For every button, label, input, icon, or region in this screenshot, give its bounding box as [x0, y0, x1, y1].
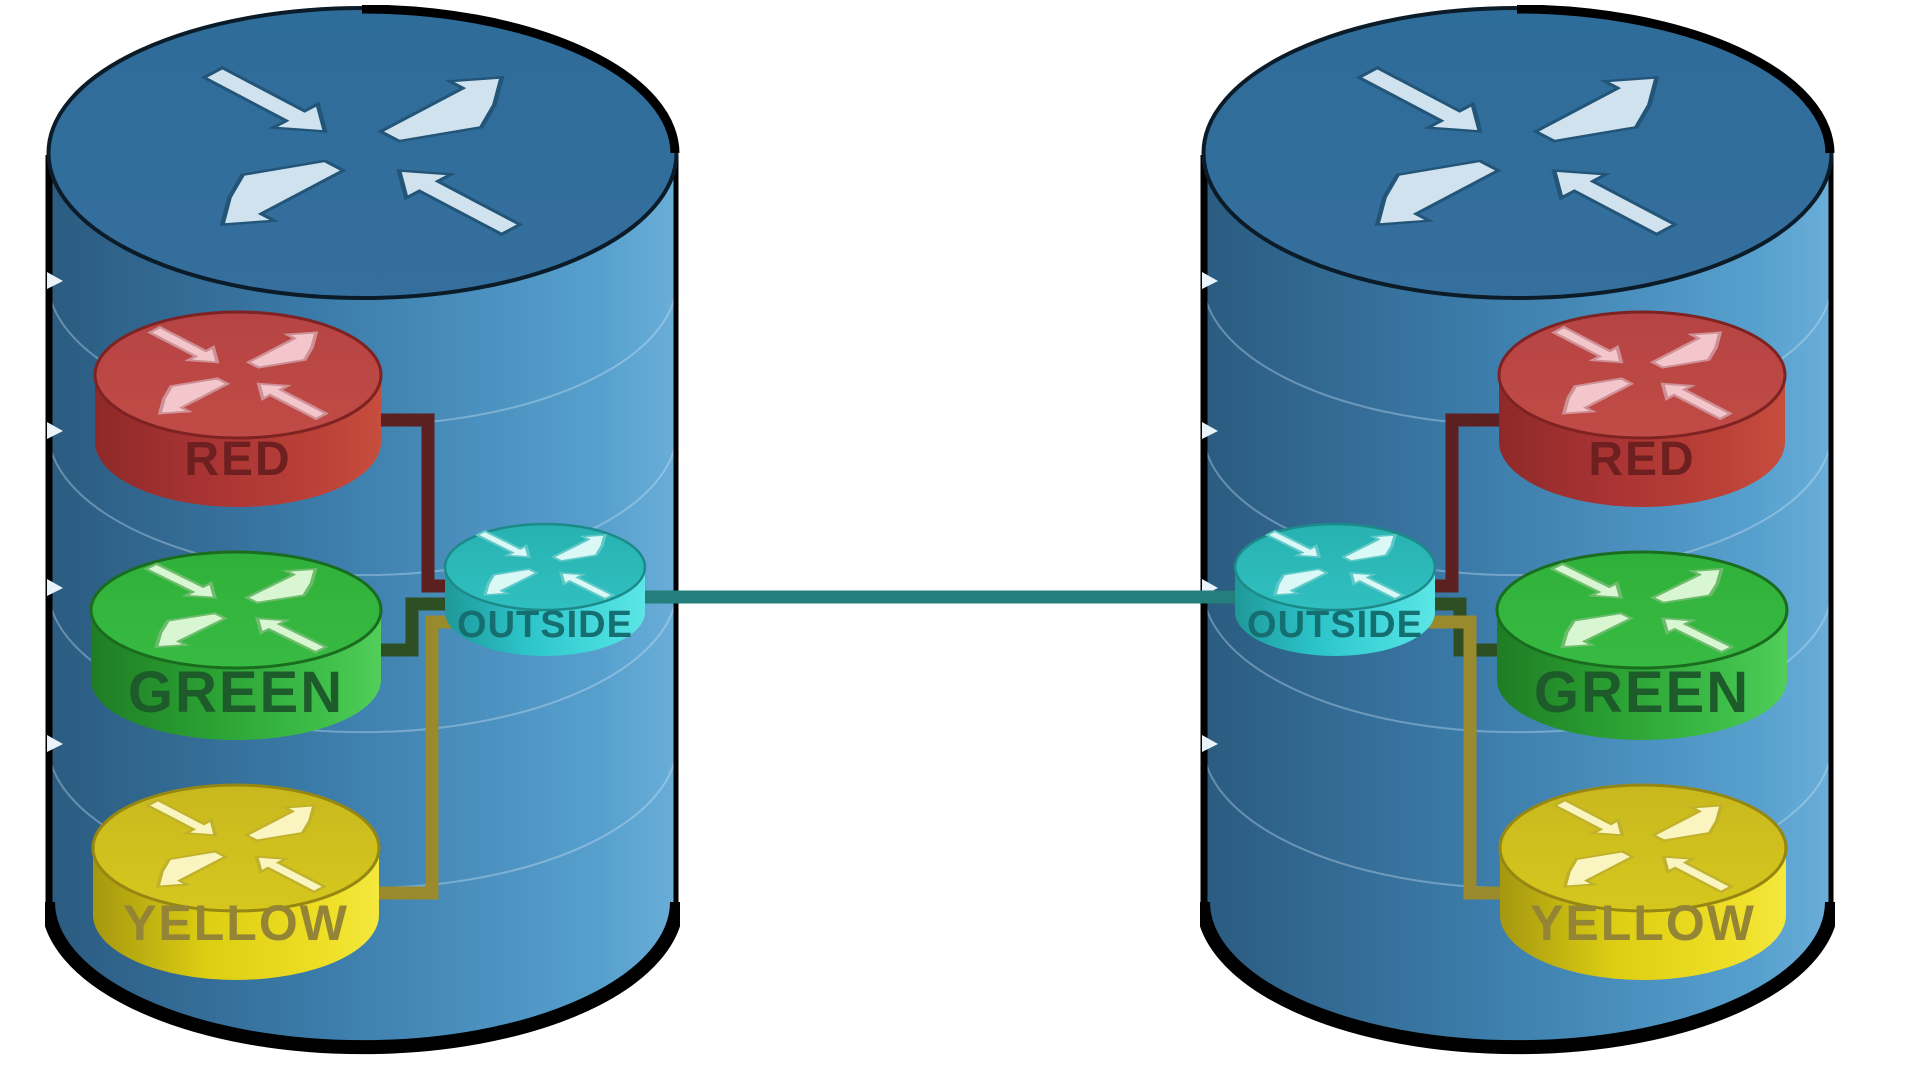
vrf-router-green-left: GREEN — [88, 550, 384, 740]
vrf-label-green: GREEN — [1533, 660, 1751, 725]
vrf-router-yellow-right: YELLOW — [1497, 783, 1789, 980]
vrf-label-yellow: YELLOW — [123, 895, 349, 951]
vrf-router-green-right: GREEN — [1494, 550, 1790, 740]
link-yellow-to-outside-left — [370, 615, 480, 900]
link-yellow-to-outside-right — [1400, 615, 1515, 900]
vrf-router-red-right: RED — [1496, 310, 1788, 507]
vrf-label-red: RED — [1588, 433, 1696, 486]
outside-label: OUTSIDE — [1247, 604, 1423, 646]
outside-router-left: OUTSIDE — [443, 522, 647, 657]
vrf-label-red: RED — [184, 433, 292, 486]
vrf-router-red-left: RED — [92, 310, 384, 507]
outside-router-right: OUTSIDE — [1233, 522, 1437, 657]
vrf-label-yellow: YELLOW — [1530, 895, 1756, 951]
outside-label: OUTSIDE — [457, 604, 633, 646]
vrf-router-yellow-left: YELLOW — [90, 783, 382, 980]
vrf-label-green: GREEN — [127, 660, 345, 725]
